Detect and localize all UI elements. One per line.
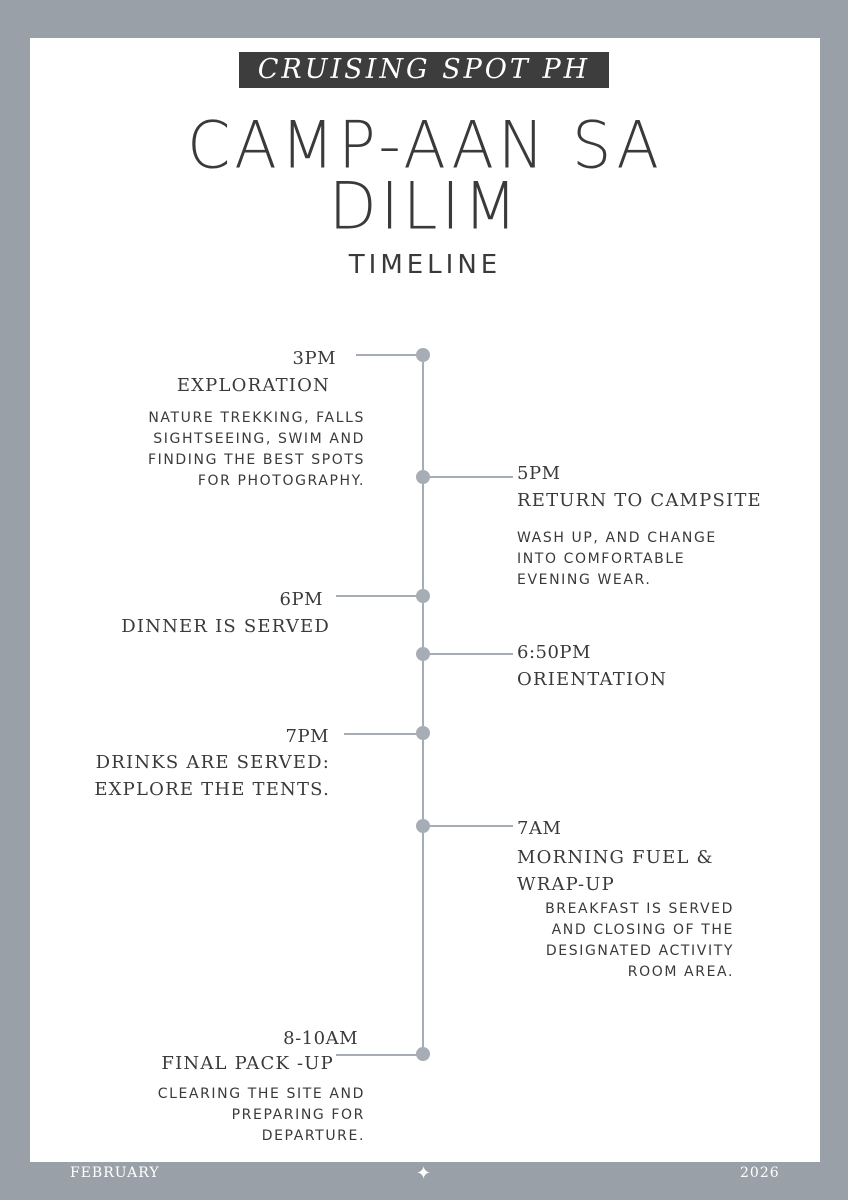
- footer-month: FEBRUARY: [70, 1165, 160, 1181]
- event-title-text: RETURN TO CAMPSITE: [517, 490, 762, 511]
- sparkle-icon: ✦: [416, 1163, 432, 1184]
- event-title-line-2: DILIM: [328, 167, 522, 245]
- event-title-line-1: CAMP-AAN SA: [187, 106, 663, 184]
- timeline-node: [416, 726, 430, 740]
- footer-year: 2026: [740, 1165, 780, 1181]
- event-description: NATURE TREKKING, FALLS SIGHTSEEING, SWIM…: [147, 410, 365, 489]
- brand-banner: CRUISING SPOT PH: [239, 52, 609, 88]
- timeline-node: [416, 348, 430, 362]
- event-description: WASH UP, AND CHANGE INTO COMFORTABLE EVE…: [517, 530, 717, 588]
- page-subtitle: TIMELINE: [348, 250, 502, 280]
- event-time: 6:50PM: [517, 642, 591, 663]
- timeline-node: [416, 589, 430, 603]
- event-title-text: FINAL PACK -UP: [161, 1053, 334, 1074]
- timeline-connector: [423, 476, 513, 478]
- timeline-axis: [422, 354, 424, 1054]
- event-time: 7AM: [517, 818, 562, 839]
- event-description: BREAKFAST IS SERVED AND CLOSING OF THE D…: [545, 901, 734, 980]
- event-time: 3PM: [292, 348, 336, 369]
- timeline-connector: [356, 354, 424, 356]
- event-title-text: ORIENTATION: [517, 669, 668, 690]
- event-title-text: EXPLORATION: [176, 375, 330, 396]
- event-title-text: DINNER IS SERVED: [121, 616, 330, 637]
- timeline-connector: [344, 733, 424, 735]
- timeline-connector: [336, 1054, 424, 1056]
- event-time: 7PM: [285, 726, 329, 747]
- event-time: 6PM: [279, 589, 323, 610]
- event-title-text: MORNING FUEL & WRAP-UP: [517, 847, 714, 895]
- timeline-connector: [336, 595, 424, 597]
- timeline-connector: [423, 825, 513, 827]
- timeline-node: [416, 1047, 430, 1061]
- event-title-text: DRINKS ARE SERVED: EXPLORE THE TENTS.: [94, 752, 330, 800]
- event-description: CLEARING THE SITE AND PREPARING FOR DEPA…: [157, 1086, 365, 1144]
- event-time: 8-10AM: [283, 1028, 358, 1049]
- event-time: 5PM: [517, 463, 561, 484]
- timeline-connector: [423, 653, 513, 655]
- event-title: CAMP-AAN SA DILIM: [30, 106, 820, 245]
- poster-sheet: CRUISING SPOT PH CAMP-AAN SA DILIM TIMEL…: [30, 38, 820, 1162]
